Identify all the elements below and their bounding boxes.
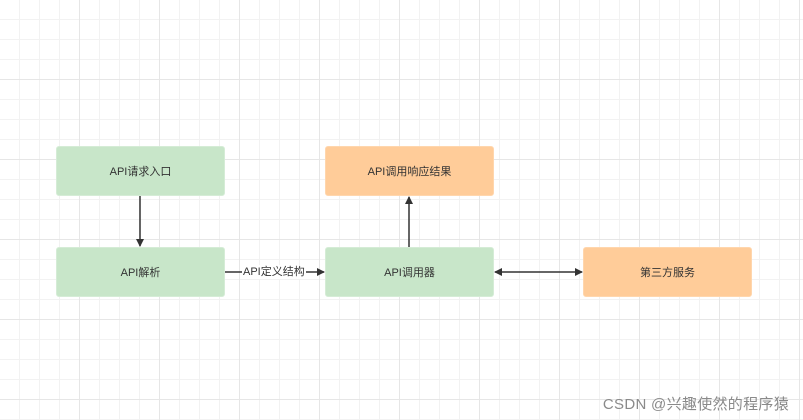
- watermark: CSDN @兴趣使然的程序猿: [602, 396, 789, 413]
- node-third-party-service[interactable]: 第三方服务: [583, 247, 752, 297]
- node-label: API调用响应结果: [367, 166, 452, 178]
- node-api-call-result[interactable]: API调用响应结果: [325, 146, 494, 196]
- node-api-request-entry[interactable]: API请求入口: [56, 146, 225, 196]
- node-label: API解析: [120, 267, 161, 279]
- edge-label-api-definition: API定义结构: [242, 265, 306, 279]
- node-api-invoker[interactable]: API调用器: [325, 247, 494, 297]
- node-label: 第三方服务: [640, 267, 695, 279]
- node-label: API调用器: [384, 267, 435, 279]
- node-label: API请求入口: [109, 166, 172, 178]
- node-api-parse[interactable]: API解析: [56, 247, 225, 297]
